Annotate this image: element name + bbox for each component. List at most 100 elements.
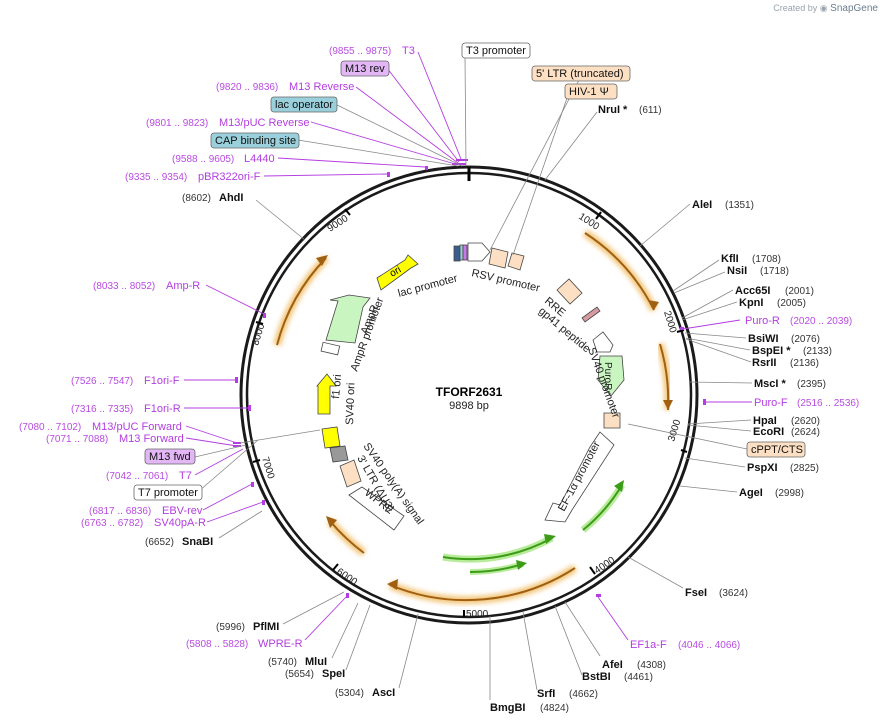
leader-line (672, 259, 720, 292)
rsv-promoter-label: RSV promoter (470, 267, 541, 294)
site-name: NruI * (598, 104, 628, 116)
site-pos: (8602) (182, 193, 211, 204)
site-name: AscI (372, 687, 395, 699)
cap-binding-site-feature (453, 245, 461, 262)
t3-promoter-box (461, 42, 531, 59)
hiv-psi-feature (507, 252, 525, 271)
site-pos: (2133) (803, 346, 832, 357)
tick-mark (344, 208, 351, 216)
plasmid-length: 9898 bp (449, 400, 489, 412)
primer-range: (9855 .. 9875) (329, 46, 391, 57)
primer-leader-line (206, 501, 264, 523)
leader-line (464, 57, 467, 167)
cppt-cts-label: cPPT/CTS (751, 444, 803, 456)
lac-promoter-feature (467, 242, 491, 262)
primer-range: (7042 .. 7061) (106, 471, 168, 482)
m13-fwd-box (144, 448, 196, 465)
primer-mark (680, 327, 684, 330)
site-name: PflMI (253, 621, 279, 633)
primer-leader-line (185, 425, 238, 444)
primer-range: (7080 .. 7102) (19, 422, 81, 433)
primer-name: Puro-R (745, 315, 780, 327)
primer-mark (248, 405, 251, 411)
primer-labels-right: Puro-R (2020 .. 2039) Puro-F (2516 .. 25… (630, 315, 859, 651)
ampr-feature (325, 294, 371, 344)
ef1a-promoter-feature (544, 431, 615, 523)
leader-line (512, 97, 568, 256)
site-pos: (4461) (624, 672, 653, 683)
tick-mark (680, 449, 688, 453)
sites-bottom: AfeI (4308) BstBI (4461) SrfI (4662) Bmg… (490, 659, 666, 714)
f1-ori-feature (316, 373, 337, 415)
site-pos: (3624) (719, 588, 748, 599)
site-pos: (5304) (335, 688, 364, 699)
primer-name: EF1a-F (630, 639, 667, 651)
site-name: BsiWI (748, 333, 779, 345)
primer-mark (346, 593, 349, 598)
credit-brand: SnapGene (830, 3, 878, 14)
primer-leader-line (417, 51, 462, 160)
primer-leader-line (194, 448, 244, 476)
ef1a-promoter-label: EF-1α promoter (556, 439, 603, 513)
primer-mark (251, 482, 254, 487)
tick-mark (589, 566, 596, 575)
leader-line (345, 604, 371, 671)
leader-line (398, 613, 419, 689)
primer-name: pBR322ori-F (198, 171, 261, 183)
leader-line (685, 338, 752, 363)
primer-mark (452, 163, 466, 165)
site-name: BstBI (582, 671, 611, 683)
primer-range: (6817 .. 6836) (89, 506, 151, 517)
leader-line (688, 381, 753, 384)
ori-feature (376, 254, 419, 291)
leader-line (282, 591, 345, 625)
primer-leader-line (263, 173, 389, 177)
green-orf-arrowhead (614, 480, 624, 492)
site-pos: (2005) (777, 298, 806, 309)
primer-name: SV40pA-R (154, 517, 206, 529)
cppt-cts-box (746, 441, 806, 458)
primer-range: (9820 .. 9836) (216, 82, 278, 93)
site-pos: (4824) (540, 703, 569, 714)
green-orf (442, 537, 553, 561)
site-name: AleI (692, 199, 712, 211)
boxed-labels: T3 promoter M13 rev lac operator CAP bin… (133, 42, 806, 501)
site-name: BmgBI (490, 702, 525, 714)
site-name: MluI (305, 656, 327, 668)
lac-operator-feature (459, 244, 464, 261)
site-pos: (2076) (791, 334, 820, 345)
sv40-polya-feature (329, 445, 349, 463)
primer-range: (2020 .. 2039) (790, 316, 852, 327)
leader-line (544, 111, 598, 181)
primer-name: F1ori-R (144, 403, 181, 415)
site-pos: (2998) (775, 488, 804, 499)
primer-ticks (233, 159, 706, 598)
site-pos: (2620) (791, 416, 820, 427)
tick-mark (255, 321, 264, 325)
primer-range: (8033 .. 8052) (93, 281, 155, 292)
orf-arrowhead (326, 516, 337, 528)
m13-fwd-label: M13 fwd (149, 451, 191, 463)
site-leader-lines (194, 57, 753, 700)
primer-mark (235, 377, 238, 383)
green-orf-arrowhead (544, 534, 556, 544)
leader-line (522, 611, 538, 691)
leader-line (679, 485, 738, 493)
puror-feature (597, 355, 625, 397)
orf-arc (389, 567, 576, 602)
site-name: SpeI (322, 668, 345, 680)
primer-range: (9588 .. 9605) (172, 154, 234, 165)
leader-line (685, 337, 751, 351)
site-pos: (2395) (797, 379, 826, 390)
primer-range: (2516 .. 2536) (797, 398, 859, 409)
primer-name: T7 (179, 470, 192, 482)
leader-line (684, 332, 747, 339)
gp41-peptide-feature (581, 306, 601, 323)
primer-leader-line (205, 284, 265, 315)
green-orf-arrowhead (516, 560, 527, 570)
sv40-promoter-feature (592, 331, 614, 353)
primer-mark (387, 172, 390, 177)
leader-line (673, 271, 726, 294)
site-name: MscI * (754, 378, 787, 390)
